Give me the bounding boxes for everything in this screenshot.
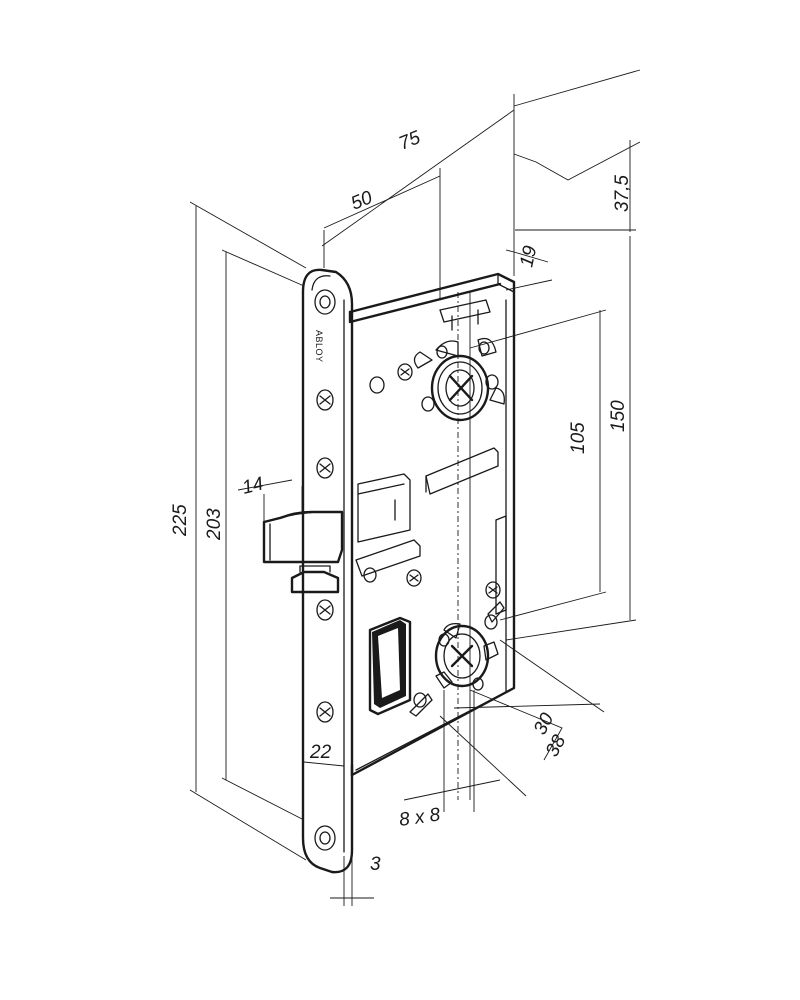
dim-8x8: 8 x 8 [398,804,442,831]
dim-150: 150 [608,400,629,432]
dim-37-5: 37,5 [612,175,633,212]
deadlock-trigger [290,565,340,594]
faceplate-screws [314,289,336,851]
dim-22: 22 [309,742,332,763]
brand-label: ABLOY [314,330,324,363]
follower-hub [409,601,505,717]
dim-105: 105 [568,422,589,454]
internal-parts [355,363,507,716]
faceplate: ABLOY [301,268,354,874]
dim-14: 14 [240,473,266,498]
dim-203: 203 [204,508,225,541]
cylinder-mechanism [413,299,505,422]
dimension-lines [189,69,641,906]
latch-bolt [262,510,344,564]
dim-75: 75 [396,127,424,155]
dimension-labels: 75 50 37,5 19 105 150 225 203 14 22 30 3… [170,127,633,875]
dim-3: 3 [370,854,381,875]
dim-19: 19 [516,244,541,269]
dim-225: 225 [170,504,191,537]
